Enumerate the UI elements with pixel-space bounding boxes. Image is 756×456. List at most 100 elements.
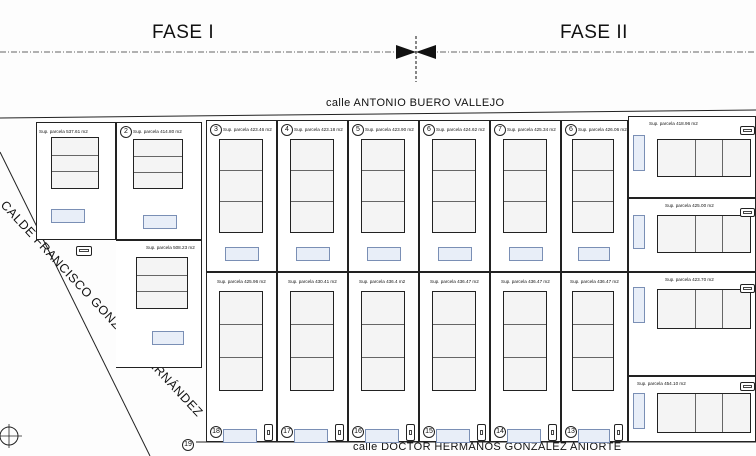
plot-4[interactable]: 4 Sup. parcela 423.18 m2 <box>277 120 348 272</box>
plot-17[interactable]: 17 Sup. parcela 430.41 m2 <box>277 272 348 443</box>
top-street-edge <box>0 109 756 119</box>
pool <box>578 247 610 261</box>
house-plan <box>290 291 334 391</box>
car-icon <box>740 382 755 391</box>
plot-area: Sup. parcela 424.62 m2 <box>436 127 485 132</box>
plot-area: Sup. parcela 423.70 m2 <box>665 277 714 282</box>
plot-area: Sup. parcela 508.23 m2 <box>146 245 195 250</box>
car-icon <box>335 424 344 441</box>
house-plan <box>657 393 751 433</box>
plot-number: 7 <box>494 124 506 136</box>
car-icon <box>406 424 415 441</box>
plot-2[interactable]: 2 Sup. parcela 414.80 m2 <box>116 122 202 240</box>
plot-5[interactable]: 5 Sup. parcela 423.90 m2 <box>348 120 419 272</box>
plot-east-3[interactable]: Sup. parcela 423.70 m2 <box>628 272 756 376</box>
house-plan <box>432 291 476 391</box>
pool <box>294 429 328 443</box>
pool <box>509 247 543 261</box>
plot-number: 6 <box>565 124 577 136</box>
plot-area: Sup. parcela 425.34 m2 <box>507 127 556 132</box>
house-plan <box>361 291 405 391</box>
plot-number: 13 <box>565 426 577 438</box>
phase-1-label: FASE I <box>152 22 215 43</box>
pool <box>633 393 645 429</box>
plot-area: Sup. parcela 423.46 m2 <box>223 127 272 132</box>
plot-east-1[interactable]: Sup. parcela 418.96 m2 <box>628 116 756 198</box>
pool <box>507 429 541 443</box>
plot-area: Sup. parcela 426.06 m2 <box>578 127 627 132</box>
diagonal-street-edge <box>0 151 151 456</box>
plot-16[interactable]: 16 Sup. parcela 436.4 m2 <box>348 272 419 443</box>
house-plan <box>572 291 614 391</box>
pool <box>578 429 610 443</box>
plot-number: 17 <box>281 426 293 438</box>
plot-number: 5 <box>352 124 364 136</box>
house-plan <box>219 291 263 391</box>
pool <box>633 287 645 323</box>
house-plan <box>136 257 188 309</box>
plot-east-4[interactable]: Sup. parcela 454.10 m2 <box>628 376 756 442</box>
house-plan <box>503 139 547 233</box>
plot-area: Sup. parcela 425.96 m2 <box>217 279 266 284</box>
pool <box>438 247 472 261</box>
house-plan <box>133 139 183 189</box>
plot-7[interactable]: 7 Sup. parcela 425.34 m2 <box>490 120 561 272</box>
plot-number: 15 <box>423 426 435 438</box>
pool <box>225 247 259 261</box>
plot-14[interactable]: 14 Sup. parcela 436.47 m2 <box>490 272 561 443</box>
pool <box>223 429 257 443</box>
plot-number: 16 <box>352 426 364 438</box>
plot-area: Sup. parcela 537.61 m2 <box>39 129 88 134</box>
car-icon <box>740 284 755 293</box>
arrow-left-icon <box>396 45 416 59</box>
car-icon <box>264 424 273 441</box>
plot-19[interactable]: Sup. parcela 508.23 m2 <box>116 240 202 368</box>
house-plan <box>51 137 99 189</box>
plot-number: 18 <box>210 426 222 438</box>
pool <box>51 209 85 223</box>
house-plan <box>219 139 263 233</box>
plot-18[interactable]: 18 Sup. parcela 425.96 m2 <box>206 272 277 443</box>
car-icon <box>614 424 623 441</box>
house-plan <box>290 139 334 233</box>
plot-number: 3 <box>210 124 222 136</box>
pool <box>143 215 177 229</box>
plot-number: 4 <box>281 124 293 136</box>
house-plan <box>503 291 547 391</box>
house-plan <box>572 139 614 233</box>
arrow-right-icon <box>416 45 436 59</box>
house-plan <box>432 139 476 233</box>
top-street-name: calle ANTONIO BUERO VALLEJO <box>326 97 505 109</box>
plot-13[interactable]: 13 Sup. parcela 436.47 m2 <box>561 272 628 443</box>
plot-area: Sup. parcela 423.18 m2 <box>294 127 343 132</box>
pool <box>633 215 645 249</box>
plot-area: Sup. parcela 414.80 m2 <box>133 129 182 134</box>
car-icon <box>477 424 486 441</box>
pool <box>633 135 645 171</box>
pool <box>436 429 470 443</box>
pool <box>296 247 330 261</box>
car-icon <box>740 126 755 135</box>
pool <box>365 429 399 443</box>
plot-19-number: 19 <box>182 439 194 451</box>
car-icon <box>548 424 557 441</box>
house-plan <box>657 215 751 253</box>
plot-3[interactable]: 3 Sup. parcela 423.46 m2 <box>206 120 277 272</box>
plot-number: 14 <box>494 426 506 438</box>
plot-6[interactable]: 6 Sup. parcela 424.62 m2 <box>419 120 490 272</box>
phase-2-label: FASE II <box>560 22 628 43</box>
plot-area: Sup. parcela 418.96 m2 <box>649 121 698 126</box>
plot-area: Sup. parcela 436.47 m2 <box>430 279 479 284</box>
plot-1[interactable]: Sup. parcela 537.61 m2 <box>36 122 116 240</box>
plot-area: Sup. parcela 425.00 m2 <box>665 203 714 208</box>
plot-8[interactable]: 6 Sup. parcela 426.06 m2 <box>561 120 628 272</box>
plot-number: 2 <box>120 126 132 138</box>
house-plan <box>657 139 751 177</box>
plot-east-2[interactable]: Sup. parcela 425.00 m2 <box>628 198 756 272</box>
plot-area: Sup. parcela 423.90 m2 <box>365 127 414 132</box>
plot-15[interactable]: 15 Sup. parcela 436.47 m2 <box>419 272 490 443</box>
bottom-street-name: calle DOCTOR HERMANOS GONZÁLEZ ANIORTE <box>353 441 622 453</box>
car-icon <box>740 208 755 217</box>
pool <box>152 331 184 345</box>
